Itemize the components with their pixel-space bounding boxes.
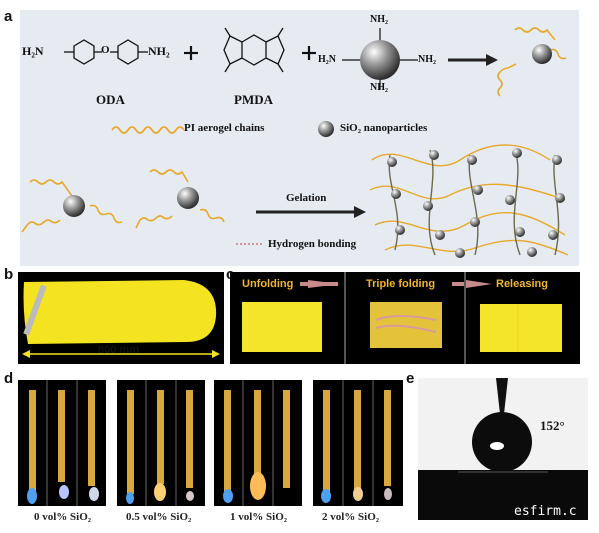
contact-angle-value: 152° [540,418,565,433]
sio2-h2n-left: H₂N [318,54,336,65]
watermark: esfirm.c [514,504,577,519]
group-0 [18,380,106,506]
sio2-nh2-bottom: NH₂ [370,82,388,93]
gelation-arrow [256,206,366,218]
hbond-label: Hydrogen bonding [268,238,357,250]
oda-nh2: NH₂ [148,44,170,58]
grafted-particles [21,169,225,233]
panel-label-b: b [4,266,14,283]
panel-label-a: a [4,8,13,25]
oda-h2n: H₂N [22,44,44,58]
oda-label: ODA [96,92,125,107]
sio2-nh2-top: NH₂ [370,14,388,25]
panel-c-photo: Unfolding Triple folding Releasing [230,272,580,364]
group-label-2: 2 vol% SiO₂ [322,511,380,523]
needle [496,378,508,414]
grafted-sphere-2 [177,187,199,209]
panel-b-photo: 800 mm [18,272,224,364]
flame-strips [18,380,403,506]
group-label-05: 0.5 vol% SiO₂ [126,511,192,523]
reaction-arrow [448,54,498,66]
pmda-label: PMDA [234,92,273,107]
product-particle [497,27,567,97]
legend-particles-label: SiO₂ nanoparticles [340,122,428,134]
product-sphere [532,44,552,64]
group-1 [214,380,302,506]
panel-label-e: e [406,370,415,387]
plus-signs [184,46,316,60]
scale-label: 800 mm [98,344,139,356]
step-unfolding: Unfolding [242,278,294,290]
legend-chain-sample [111,126,185,134]
sio2-nh2-right: NH₂ [418,54,436,65]
gelation-label: Gelation [286,192,327,204]
oda-structure [64,39,148,65]
aerogel-network [369,144,569,256]
substrate [418,470,588,520]
step-triple-folding: Triple folding [366,278,436,290]
step-releasing: Releasing [496,278,548,290]
group-2 [313,380,403,506]
panel-label-d: d [4,370,14,387]
scheme-svg [21,27,569,258]
legend-sphere-sample [318,121,334,137]
panel-d-flame-tests [18,380,403,506]
amino-sio2 [342,28,418,90]
oda-oxygen: O [101,44,110,56]
legend-chains-label: PI aerogel chains [184,122,265,134]
group-label-1: 1 vol% SiO₂ [230,511,288,523]
panel-e-contact-angle: 152° esfirm.c [418,378,588,520]
grafted-sphere-1 [63,195,85,217]
released-sheet [480,304,562,352]
pmda-structure [223,27,285,73]
unfolded-sheet [242,302,322,352]
folded-sheet [370,302,442,348]
droplet-image [418,378,588,520]
panel-a-scheme: H₂N O NH₂ ODA PMDA NH₂ NH₂ H₂N NH₂ PI ae… [20,10,579,266]
group-05 [117,380,205,506]
group-label-0: 0 vol% SiO₂ [34,511,92,523]
large-aerogel-sheet [22,280,220,358]
folding-sequence [242,280,562,352]
network-spheres [387,148,565,258]
droplet [472,412,532,472]
